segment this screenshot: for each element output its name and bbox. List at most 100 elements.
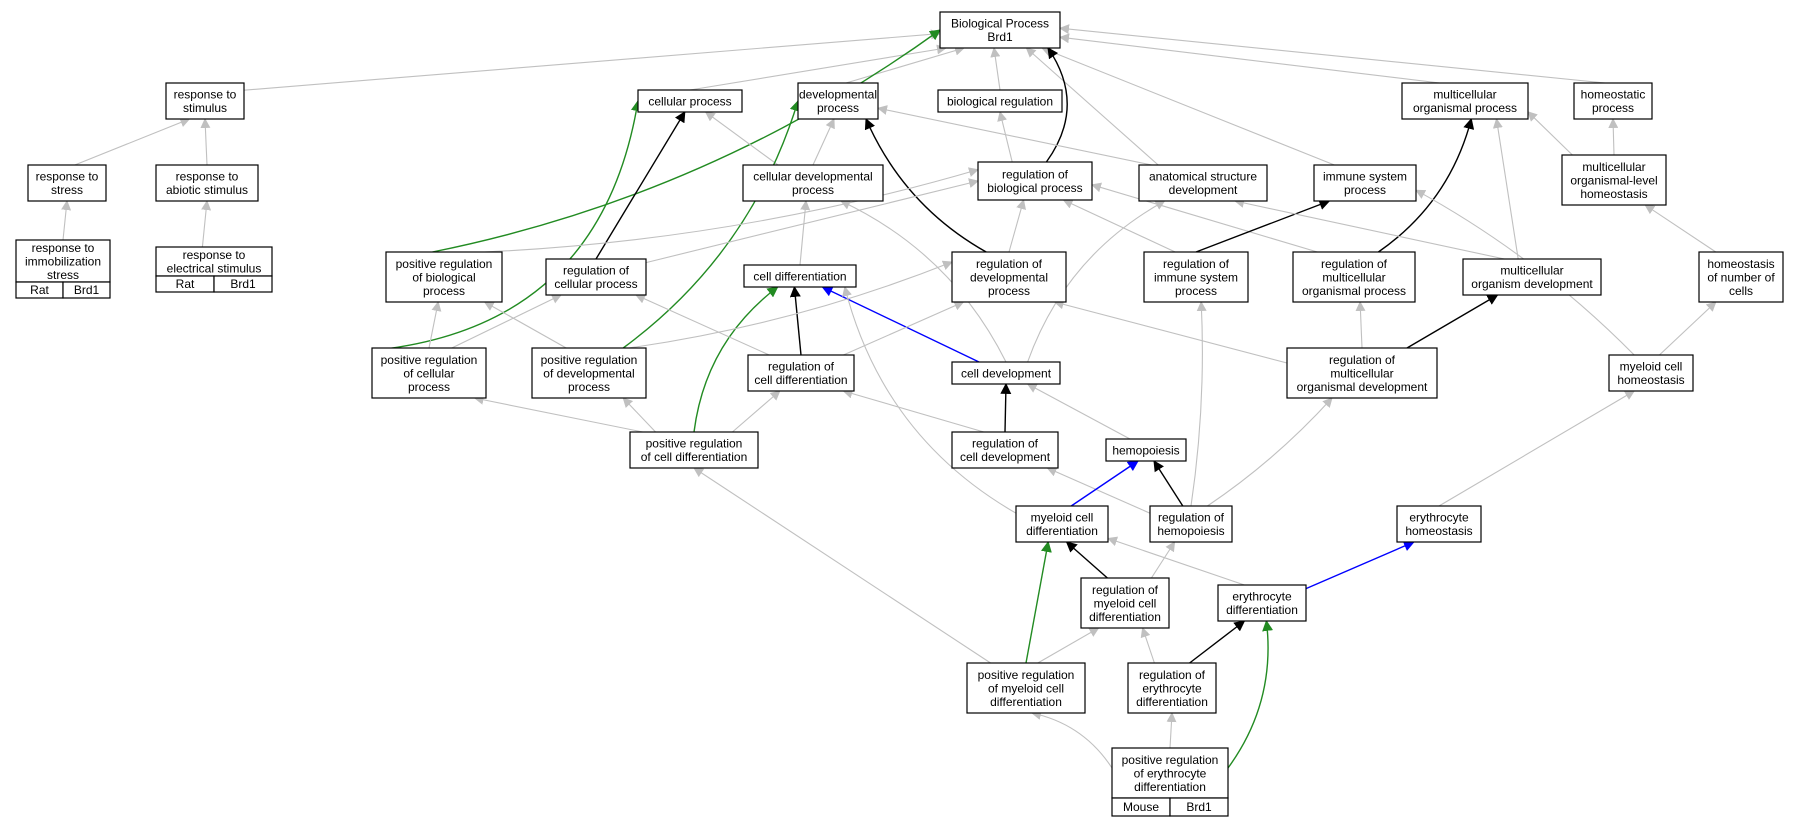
species-tag-cell — [213, 275, 273, 293]
node-br[interactable]: biological regulation — [937, 89, 1063, 113]
node-label-line: immobilization — [25, 254, 101, 268]
node-label-line: of biological — [412, 270, 475, 284]
edge-cd-to-cdp — [799, 200, 811, 266]
node-label-line: differentiation — [1136, 695, 1208, 709]
node-box — [1573, 82, 1653, 120]
node-box — [155, 246, 273, 277]
edge-risp-to-isp — [1195, 199, 1331, 253]
edge-asd-to-bp — [1025, 47, 1159, 166]
node-label-line: developmental — [970, 270, 1048, 284]
node-box — [977, 161, 1093, 201]
edge-rhemo-to-rmod — [1207, 397, 1333, 507]
node-label-line: immune system — [1323, 170, 1407, 184]
edge-prcd-to-cd — [693, 286, 779, 433]
node-label-line: regulation of — [1002, 168, 1069, 182]
edge-cdp-to-dp — [812, 118, 835, 166]
edge-molh-to-mop — [1527, 111, 1573, 156]
node-label-line: process — [1592, 101, 1634, 115]
edge-prmcd-to-prcd — [693, 467, 991, 664]
edge-cdp-to-cp — [704, 111, 779, 166]
node-cd[interactable]: cell differentiation — [743, 264, 857, 288]
edge-eh-to-mch — [1438, 390, 1636, 507]
node-label-line: erythrocyte — [1409, 511, 1469, 525]
node-label-line: cellular process — [648, 94, 731, 108]
node-box — [937, 89, 1063, 113]
node-box — [1462, 258, 1602, 296]
edge-rcd-to-rcp — [635, 294, 770, 356]
node-label-line: myeloid cell — [1094, 596, 1157, 610]
edge-prmcd-to-mcd — [1025, 540, 1052, 664]
edge-cdev-to-asd — [1027, 200, 1166, 363]
node-label-line: differentiation — [990, 695, 1062, 709]
edge-rcd-to-rdp — [843, 301, 965, 356]
node-label-line: positive regulation — [396, 257, 493, 271]
node-label-line: stress — [51, 183, 83, 197]
node-label-line: cell development — [961, 366, 1052, 380]
node-label-line: developmental — [799, 88, 877, 102]
node-box — [1561, 154, 1667, 206]
edge-prmcd-to-rmcd — [1037, 627, 1100, 664]
node-label-line: erythrocyte — [1232, 590, 1292, 604]
node-label-line: of erythrocyte — [1134, 766, 1207, 780]
node-label-line: response to — [32, 241, 95, 255]
node-box — [165, 82, 245, 120]
node-cp[interactable]: cellular process — [637, 89, 743, 113]
node-box — [629, 431, 759, 469]
edge-ras-to-rts — [200, 118, 211, 166]
node-box — [637, 89, 743, 113]
edge-risp-to-rbp — [1062, 199, 1176, 253]
edge-rhemo-to-rcdev — [1046, 467, 1151, 514]
node-hemo[interactable]: hemopoiesis — [1105, 438, 1187, 462]
species-tag-label: Rat — [176, 277, 195, 291]
edge-ed-to-eh — [1305, 540, 1415, 590]
node-label-line: regulation of — [1139, 668, 1206, 682]
node-label-line: cell differentiation — [754, 373, 847, 387]
node-label-line: response to — [183, 248, 246, 262]
node-cdev[interactable]: cell development — [951, 361, 1061, 385]
node-box — [1292, 251, 1416, 303]
node-label-line: homeostasis — [1580, 187, 1647, 201]
node-box — [1698, 251, 1784, 303]
node-box — [1111, 747, 1229, 799]
node-label-line: homeostasis — [1707, 257, 1774, 271]
node-box — [15, 239, 111, 283]
edge-asd-to-dp — [877, 105, 1152, 166]
node-box — [155, 164, 259, 202]
